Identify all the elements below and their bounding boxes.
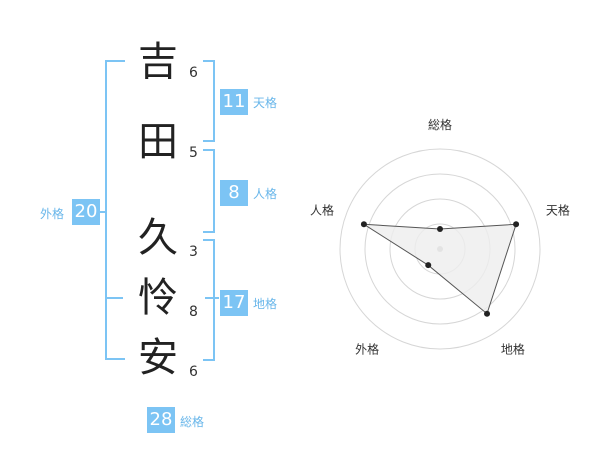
radar-point-5 (360, 221, 367, 228)
chikaku-bracket (203, 239, 215, 361)
jinkaku-bracket (203, 149, 215, 233)
radar-ring-3 (364, 173, 516, 325)
surname-given-split-tick (105, 297, 123, 299)
chikaku-bracket-tick (205, 297, 219, 299)
tenkaku-value-badge: 11 (220, 89, 248, 115)
soukaku-value-badge: 28 (147, 407, 175, 433)
chikaku-label: 地格 (253, 297, 278, 311)
stroke-count-5: 6 (189, 364, 198, 380)
radar-area (363, 223, 517, 315)
gaikaku-bracket (105, 60, 125, 360)
name-char-1: 吉 (138, 39, 178, 85)
stroke-count-1: 6 (189, 65, 198, 81)
radar-axis-label-4: 外格 (355, 341, 379, 356)
jinkaku-value-badge: 8 (220, 180, 248, 206)
radar-axis-label-5: 人格 (310, 203, 334, 218)
stroke-count-4: 8 (189, 304, 198, 320)
radar-axis-label-3: 地格 (501, 341, 525, 356)
radar-point-3 (484, 310, 491, 317)
gaikaku-bracket-tick (95, 211, 107, 213)
name-char-5: 安 (138, 335, 178, 381)
radar-point-4 (425, 262, 432, 269)
name-char-2: 田 (138, 119, 178, 165)
jinkaku-label: 人格 (253, 187, 278, 201)
name-char-3: 久 (138, 215, 178, 261)
gaikaku-value-badge: 20 (72, 199, 100, 225)
radar-ring-4 (339, 148, 541, 350)
stroke-count-2: 5 (189, 145, 198, 161)
name-char-4: 怜 (138, 275, 178, 321)
radar-points (360, 221, 520, 317)
soukaku-label: 総格 (180, 415, 205, 429)
tenkaku-bracket (203, 60, 215, 142)
stroke-count-3: 3 (189, 244, 198, 260)
radar-axis-label-1: 総格 (428, 117, 452, 132)
chikaku-value-badge: 17 (220, 290, 248, 316)
radar-point-2 (513, 221, 520, 228)
radar-axis-label-2: 天格 (546, 203, 570, 218)
tenkaku-label: 天格 (253, 96, 278, 110)
radar-point-1 (437, 226, 443, 232)
gaikaku-label: 外格 (40, 207, 65, 221)
